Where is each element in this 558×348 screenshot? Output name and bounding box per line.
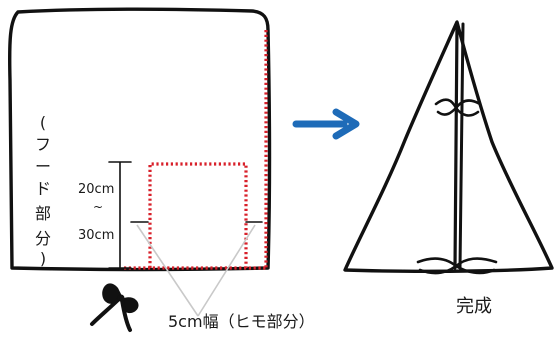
height-tilde-label: ~ — [93, 200, 103, 214]
top-bow-lower — [436, 106, 480, 117]
center-seam-2 — [458, 22, 465, 270]
bow-tail-1 — [90, 296, 122, 326]
finished-label: 完成 — [456, 296, 492, 317]
hood-char-6: ) — [40, 249, 46, 268]
cut-lines — [124, 30, 268, 270]
finished-bag — [343, 20, 554, 275]
hood-char-1: フ — [35, 135, 51, 154]
left-pointer-line — [136, 224, 199, 317]
hood-char-5: 分 — [35, 229, 51, 248]
bow-icon — [90, 283, 139, 332]
right-arrow-icon — [292, 108, 360, 140]
arrow-head — [332, 108, 360, 140]
hood-char-4: 部 — [35, 204, 51, 223]
height-bottom-label: 30cm — [78, 228, 114, 243]
bow-tail-2 — [120, 298, 132, 332]
hood-char-3: ド — [35, 179, 51, 198]
hood-side-label: ( フ ー ド 部 分 ) — [35, 113, 51, 268]
finished-bag-outline — [343, 20, 554, 274]
height-top-label: 20cm — [78, 182, 114, 197]
bow-right-loop — [121, 297, 139, 314]
bottom-bow — [416, 257, 498, 268]
center-seam — [453, 22, 459, 270]
bottom-bow-lower — [418, 264, 496, 275]
strap-pointer-lines — [136, 224, 256, 317]
hood-char-2: ー — [35, 157, 51, 176]
strap-width-note: 5cm幅（ヒモ部分） — [168, 312, 315, 331]
center-cut-line — [148, 162, 248, 268]
hood-char-0: ( — [40, 113, 46, 132]
bow-knot — [117, 294, 125, 302]
height-bracket-line — [108, 161, 132, 269]
top-bow — [434, 98, 482, 110]
right-pointer-line — [197, 224, 256, 317]
height-bracket: 20cm ~ 30cm — [78, 161, 263, 269]
